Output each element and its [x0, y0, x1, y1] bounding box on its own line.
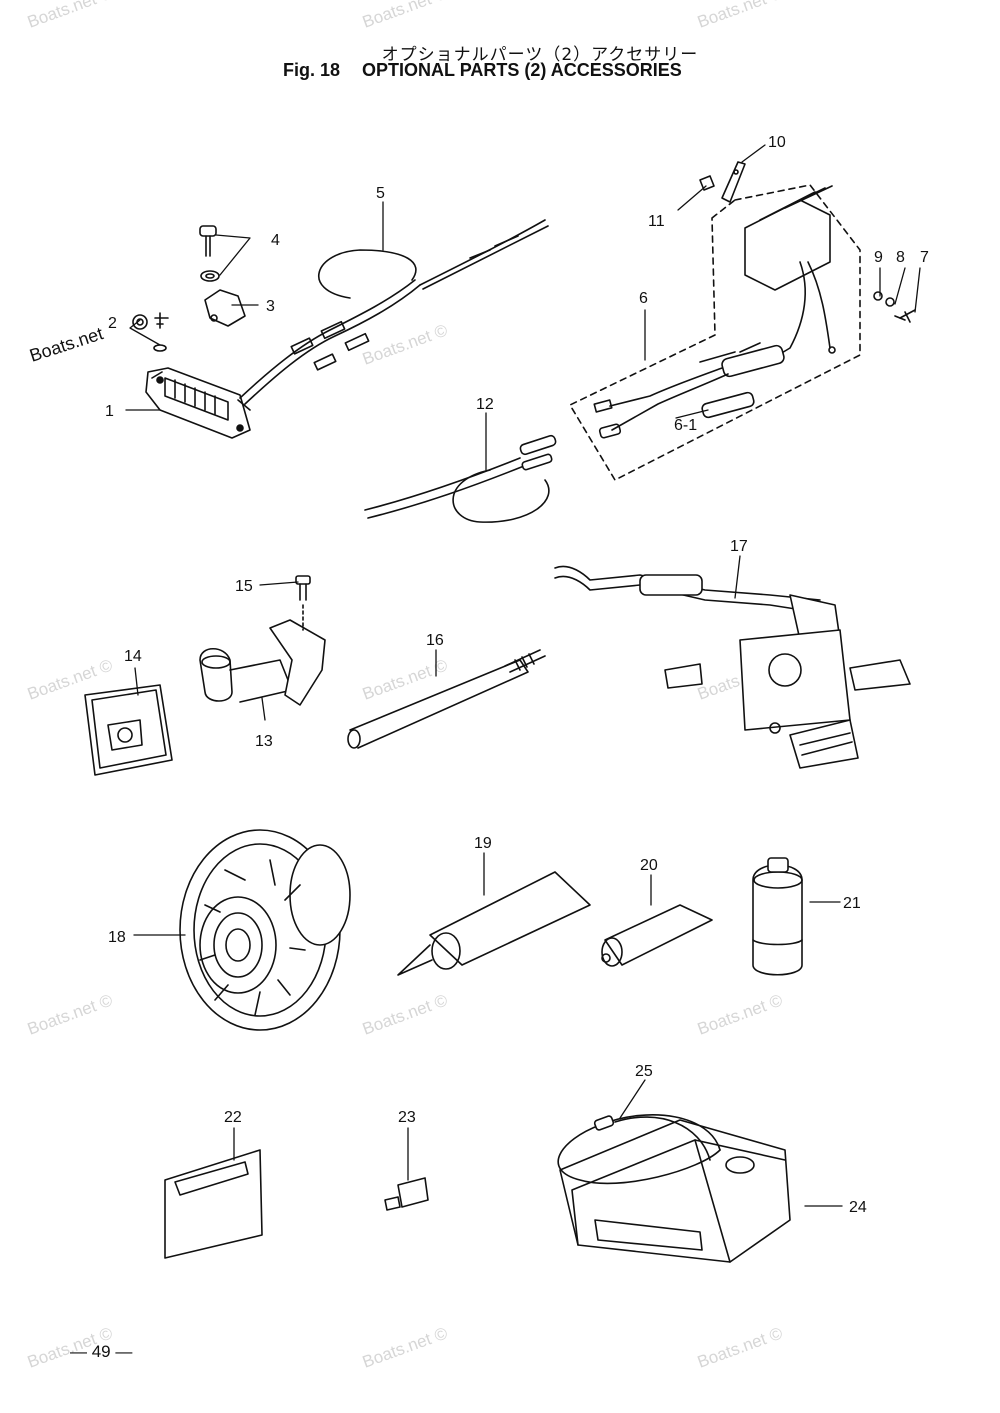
part-19-tube [397, 871, 591, 976]
watermark: Boats.net © [360, 655, 451, 703]
callout-labels: 1 2 3 4 5 6 6-1 7 8 9 10 11 12 13 14 15 … [105, 134, 929, 1216]
callout-17: 17 [730, 538, 748, 555]
part-1-pulser-coil [145, 367, 251, 439]
callout-14: 14 [124, 648, 142, 665]
watermark: Boats.net © [360, 990, 451, 1038]
title-japanese: オプショナルパーツ（2）アクセサリー [381, 45, 699, 65]
callout-16: 16 [426, 632, 444, 649]
callout-8: 8 [896, 249, 905, 266]
callout-15: 15 [235, 578, 253, 595]
page-number: — 49 — [70, 1342, 133, 1361]
part-25-fuel-line [557, 1114, 721, 1185]
callout-11: 11 [648, 213, 665, 230]
parts-7-8-9-hardware [873, 291, 916, 323]
callout-3: 3 [266, 298, 275, 315]
callout-9: 9 [874, 249, 883, 266]
part-17-tool-assembly [554, 565, 911, 769]
callout-23: 23 [398, 1109, 416, 1126]
figure-title: Fig. 18 OPTIONAL PARTS (2) ACCESSORIES [283, 60, 682, 81]
callout-6: 6 [639, 290, 648, 307]
figure-number: Fig. 18 [283, 60, 341, 80]
watermark: Boats.net © [695, 1323, 786, 1371]
part-23-plug [384, 1177, 429, 1211]
part-12-extension-wire [364, 434, 557, 523]
part-6-rectifier-assembly [569, 184, 861, 481]
callout-6-1: 6-1 [674, 417, 697, 434]
watermark: Boats.net © [695, 990, 786, 1038]
callout-12: 12 [476, 396, 494, 413]
part-18-pulley [179, 829, 351, 1031]
part-21-bottle [752, 857, 803, 976]
part-24-fuel-tank [559, 1119, 791, 1263]
callout-20: 20 [640, 857, 658, 874]
part-16-rod [347, 649, 546, 749]
part-22-bag [164, 1149, 263, 1259]
watermark: Boats.net © [360, 0, 451, 32]
part-4-screw-washer [199, 225, 220, 282]
watermark: Boats.net © [695, 0, 786, 32]
callout-19: 19 [474, 835, 492, 852]
leader-lines [125, 144, 921, 1207]
callout-4: 4 [271, 232, 280, 249]
watermark: Boats.net © [360, 1323, 451, 1371]
part-13-lever [199, 619, 326, 706]
callout-24: 24 [849, 1199, 867, 1216]
part-5-wire-harness [239, 219, 549, 405]
callout-21: 21 [843, 895, 861, 912]
figure-caption: OPTIONAL PARTS (2) ACCESSORIES [362, 60, 682, 80]
part-3-clamp [204, 289, 246, 327]
callout-18: 18 [108, 929, 126, 946]
part-20-tube [601, 904, 713, 967]
watermark: Boats.net © [25, 0, 116, 32]
watermark: Boats.net © [25, 990, 116, 1038]
part-14-grommet [84, 684, 173, 776]
part-15-screw [295, 575, 311, 631]
callout-13: 13 [255, 733, 273, 750]
callout-2: 2 [108, 315, 117, 332]
callout-22: 22 [224, 1109, 242, 1126]
watermark: Boats.net © [360, 320, 451, 368]
callout-25: 25 [635, 1063, 653, 1080]
callout-5: 5 [376, 185, 385, 202]
parts-10-11-bracket-nut [699, 161, 746, 203]
callout-10: 10 [768, 134, 786, 151]
watermark-dark: Boats.net [27, 323, 106, 366]
callout-1: 1 [105, 403, 114, 420]
callout-7: 7 [920, 249, 929, 266]
